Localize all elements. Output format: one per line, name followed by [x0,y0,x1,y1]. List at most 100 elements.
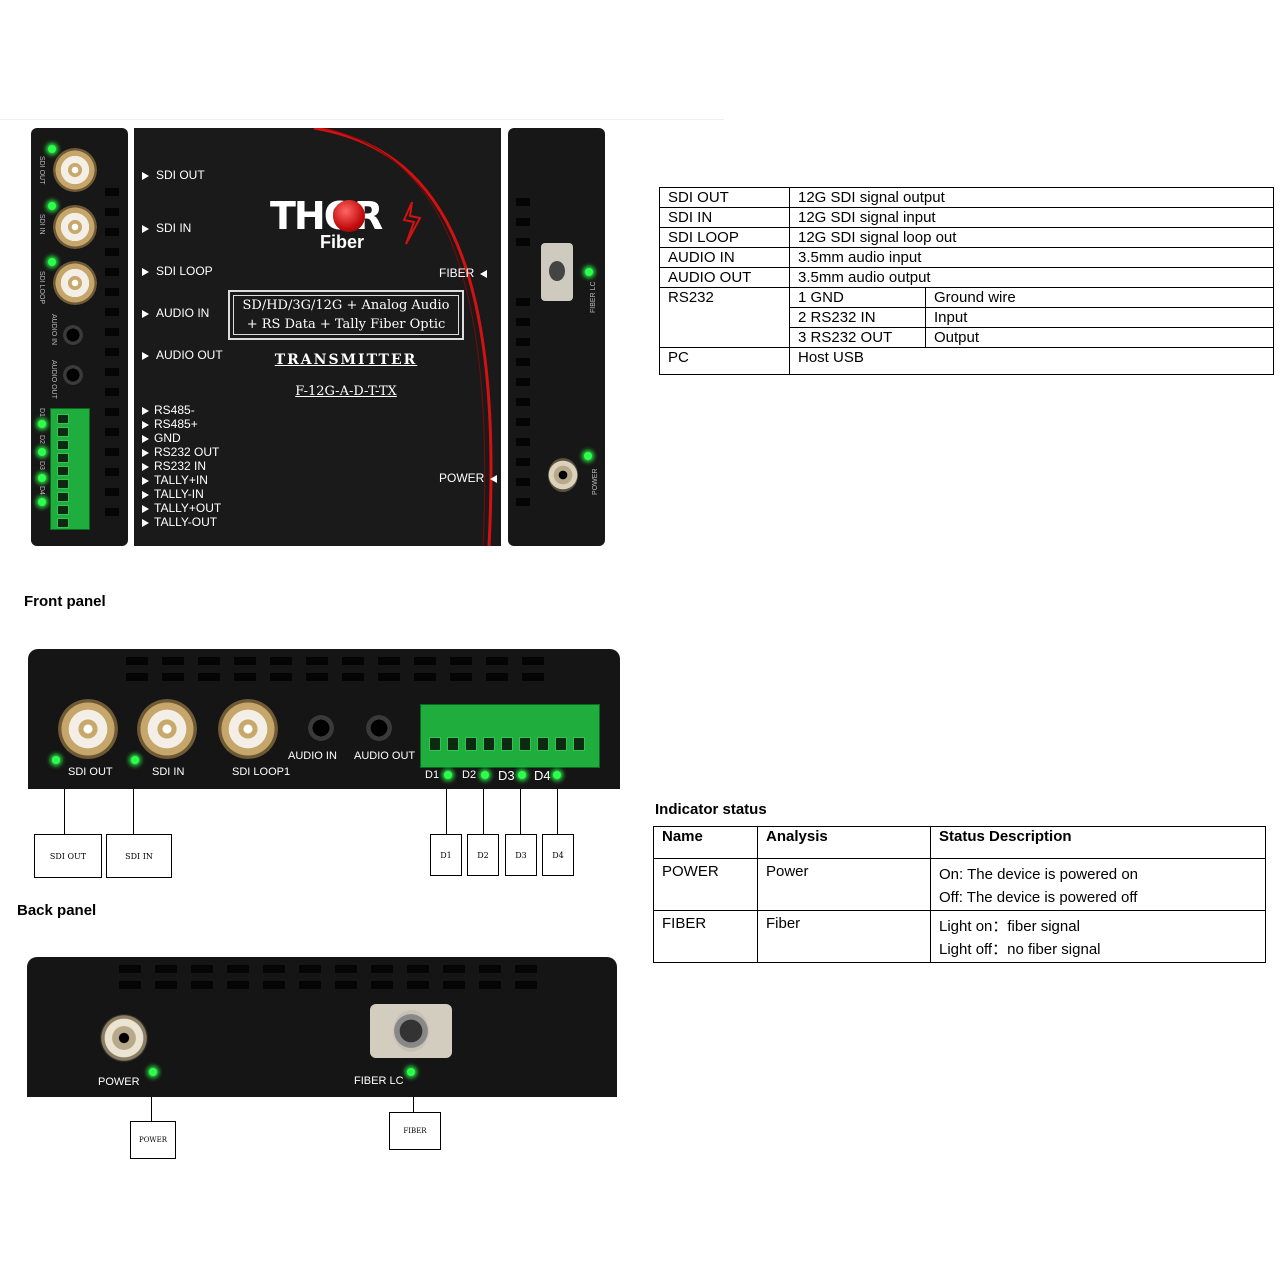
led-sdi-loop [48,258,56,266]
indicator-analysis: Fiber [757,910,931,963]
port-name: AUDIO IN [659,247,790,268]
front-panel-image: SDI OUT SDI IN SDI LOOP1 AUDIO IN AUDIO … [28,649,620,789]
pin-label: GND [142,431,181,445]
description-line1: SD/HD/3G/12G + Analog Audio [242,298,450,313]
vlabel-d2: D2 [38,435,45,444]
led-d1 [38,420,46,428]
pin-label: RS485+ [142,417,198,431]
pin-label: TALLY+IN [142,473,208,487]
port-desc: 3.5mm audio input [789,247,1274,268]
pin-label: TALLY+OUT [142,501,221,515]
indicator-analysis: Power [757,858,931,911]
front-led-d1 [444,771,452,779]
callout-fiber: FIBER [389,1112,441,1150]
pin-label: RS485- [142,403,195,417]
port-name: AUDIO OUT [659,267,790,288]
port-name: PC [659,347,790,375]
rs232-pin: 1 GND [789,287,926,308]
front-sdi-in-connector [137,699,197,759]
callout-d4: D4 [542,834,574,876]
front-led-sdi-out [52,756,60,764]
globe-icon [333,200,365,232]
callout-line [413,1097,414,1113]
port-name: SDI IN [659,207,790,228]
label-power: POWER [439,471,498,485]
led-sdi-out [48,145,56,153]
front-label-d3: D3 [498,768,515,783]
back-fiber-lc-connector [370,1004,452,1058]
rs232-func: Input [925,307,1274,328]
callout-sdi-in: SDI IN [106,834,172,878]
header-status: Status Description [930,826,1266,859]
indicator-table: Name Analysis Status Description POWER P… [653,826,1266,963]
led-d2 [38,448,46,456]
back-panel-image: POWER FIBER LC [27,957,617,1097]
callout-line [151,1097,152,1122]
front-label-sdi-in: SDI IN [152,766,185,778]
vlabel-d3: D3 [38,461,45,470]
front-audio-out-jack [366,715,392,741]
left-side-panel: SDI OUT SDI IN SDI LOOP AUDIO IN AUDIO O… [31,128,128,546]
description-line2: + RS Data + Tally Fiber Optic [246,317,446,332]
callout-d1: D1 [430,834,462,876]
back-power-connector [100,1014,148,1062]
back-label-fiber-lc: FIBER LC [354,1075,404,1087]
front-terminal-block [420,704,600,768]
vlabel-sdi-in: SDI IN [38,214,45,235]
pin-label: RS232 IN [142,459,206,473]
right-side-panel: FIBER LC POWER [508,128,605,546]
front-led-sdi-in [131,756,139,764]
port-name: RS232 [659,287,790,348]
vlabel-audio-out: AUDIO OUT [50,360,57,399]
led-fiber [585,268,593,276]
label-audio-out: AUDIO OUT [142,348,223,362]
front-label-d1: D1 [425,769,440,781]
model-number: F-12G-A-D-T-TX [295,384,397,399]
vlabel-sdi-loop: SDI LOOP [38,271,45,305]
back-label-power: POWER [98,1076,140,1088]
audio-in-jack [63,325,83,345]
callout-line [557,789,558,835]
port-name: SDI OUT [659,187,790,208]
rs232-func: Output [925,327,1274,348]
front-audio-in-jack [308,715,334,741]
front-led-d3 [518,771,526,779]
port-desc: 12G SDI signal output [789,187,1274,208]
front-label-sdi-out: SDI OUT [68,766,113,778]
front-led-d4 [553,771,561,779]
vlabel-sdi-out: SDI OUT [38,156,45,185]
front-led-d2 [481,771,489,779]
callout-line [483,789,484,835]
header-name: Name [653,826,758,859]
led-d4 [38,498,46,506]
indicator-name: FIBER [653,910,758,963]
port-desc: Host USB [789,347,1274,375]
vlabel-d4: D4 [38,486,45,495]
back-panel-heading: Back panel [17,902,97,919]
rs232-pin: 2 RS232 IN [789,307,926,328]
pin-label: TALLY-IN [142,487,204,501]
label-audio-in: AUDIO IN [142,306,209,320]
callout-line [133,789,134,835]
front-label-audio-in: AUDIO IN [288,750,337,762]
pin-label: TALLY-OUT [142,515,217,529]
led-d3 [38,474,46,482]
label-sdi-out: SDI OUT [142,168,205,182]
indicator-heading: Indicator status [655,801,767,818]
callout-power: POWER [130,1121,176,1159]
top-face-panel: SDI OUT SDI IN SDI LOOP AUDIO IN AUDIO O… [134,128,501,546]
rs232-pin: 3 RS232 OUT [789,327,926,348]
back-led-power [149,1068,157,1076]
back-led-fiber [407,1068,415,1076]
callout-d3: D3 [505,834,537,876]
port-desc: 12G SDI signal input [789,207,1274,228]
sdi-out-connector [53,148,97,192]
pin-label: RS232 OUT [142,445,219,459]
callout-line [64,789,65,835]
label-sdi-loop: SDI LOOP [142,264,213,278]
audio-out-jack [63,365,83,385]
